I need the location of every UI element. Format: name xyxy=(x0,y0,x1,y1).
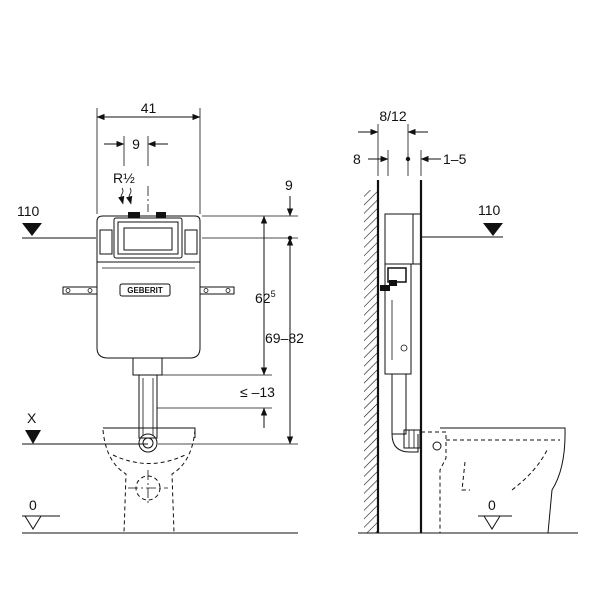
dim-width-top-label: 41 xyxy=(141,100,157,116)
dim-bend-label: ≤ –13 xyxy=(240,384,275,400)
side-view: 110 0 8/12 8 xyxy=(353,108,578,534)
dim-width-top: 41 xyxy=(96,100,201,214)
dim-gap: 1–5 xyxy=(405,150,467,176)
flush-pipe xyxy=(132,358,163,453)
cistern-body xyxy=(96,212,201,359)
dim-height-range-label: 69–82 xyxy=(265,330,304,346)
level-top-marker-side: 110 xyxy=(422,202,503,238)
dim-wall-label: 8 xyxy=(353,151,361,167)
dim-top-gap-label: 9 xyxy=(285,177,293,193)
front-view: 0 X 110 GEBER xyxy=(17,100,304,534)
brand-label: GEBERIT xyxy=(127,286,163,295)
dim-height-main-label: 625 xyxy=(255,289,276,306)
dim-wall: 8 xyxy=(353,150,389,176)
pipe-thread-label: R½ xyxy=(113,170,135,186)
level-floor-marker-front: 0 xyxy=(22,497,60,530)
dim-top-gap: 9 xyxy=(202,177,298,258)
dim-height-main: 625 xyxy=(162,215,276,376)
mounting-brackets xyxy=(62,286,235,295)
level-floor-label-side: 0 xyxy=(488,497,496,513)
dim-gap-label: 1–5 xyxy=(443,151,467,167)
brand-plate: GEBERIT xyxy=(119,283,171,297)
level-floor-marker-side: 0 xyxy=(478,497,512,530)
dim-depth-label: 8/12 xyxy=(379,108,406,124)
toilet-bowl-side xyxy=(421,427,566,534)
valve-stub-icon xyxy=(128,212,140,218)
level-x-label: X xyxy=(27,410,37,426)
dim-bend: ≤ –13 xyxy=(157,355,275,428)
wall-section xyxy=(364,180,380,533)
level-x-marker: X xyxy=(22,410,148,445)
level-top-label-front: 110 xyxy=(17,203,40,219)
dim-height-range: 69–82 xyxy=(158,238,304,445)
dim-pipe-offset-label: 9 xyxy=(132,136,140,152)
level-floor-label: 0 xyxy=(29,497,37,513)
toilet-bowl-front xyxy=(102,427,196,534)
dim-pipe-offset: 9 xyxy=(104,136,168,166)
dim-depth: 8/12 xyxy=(358,108,428,176)
cistern-side xyxy=(380,213,422,453)
level-top-label-side: 110 xyxy=(478,202,501,218)
pipe-thread-callout: R½ xyxy=(113,170,135,205)
level-top-marker-front: 110 xyxy=(17,203,96,239)
